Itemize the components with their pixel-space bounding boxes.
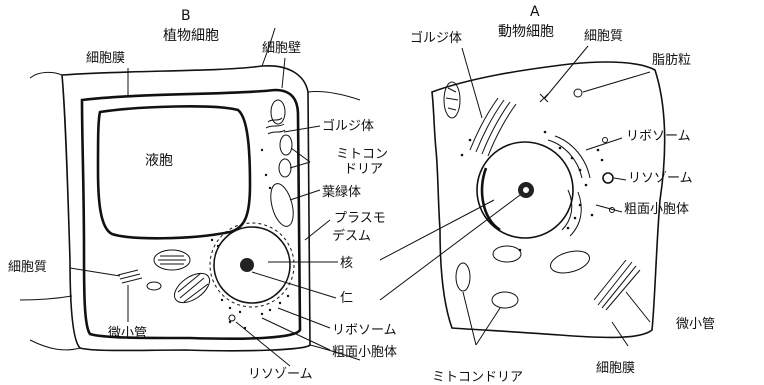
plant-label-golgi: ゴルジ体 [322,118,374,134]
animal-letter: A [530,4,540,20]
plant-label-nucleolus: 仁 [340,291,353,306]
plant-label-chloroplast: 葉緑体 [322,185,361,200]
plant-microtubules [118,270,142,283]
plant-golgi [266,118,285,134]
plant-label-microtubule: 微小管 [108,326,147,341]
plant-label-plasmo-2: デスム [332,228,371,244]
plant-cell [20,28,360,366]
plant-mitochondrion-3 [279,159,291,177]
animal-lysosome [603,173,613,183]
plant-label-cell-membrane: 細胞膜 [86,51,125,66]
animal-mito-1-cristae [446,88,458,110]
animal-mitochondrion-2 [493,246,521,262]
animal-nucleolus-inner [523,187,529,193]
plant-label-plasmo-1: プラスモ [334,211,386,226]
animal-label-golgi: ゴルジ体 [410,30,462,46]
plant-letter: B [181,8,191,24]
plant-label-cell-wall: 細胞壁 [262,41,301,56]
animal-nuclear-envelope [482,168,500,230]
plant-label-mito-2: ドリア [344,162,383,177]
plant-label-lysosome: リソゾーム [248,367,313,382]
animal-label-ribosome: リボソーム [626,129,691,144]
animal-label-cytoplasm: 細胞質 [584,29,623,44]
animal-cell [380,46,665,346]
plant-label-cytoplasm: 細胞質 [8,260,47,275]
plant-title: 植物細胞 [163,28,219,44]
animal-label-lysosome: リソゾーム [628,171,693,186]
animal-small-vesicle [603,138,608,143]
chloroplast-1-inner [158,256,186,264]
plant-label-ribosome: リボソーム [332,323,397,338]
animal-lipid-granule [574,89,582,97]
plant-label-vacuole: 液胞 [145,153,173,169]
animal-mitochondrion-5 [492,292,518,308]
plant-label-mito-1: ミトコン [336,147,388,162]
animal-microtubules [594,260,640,310]
animal-golgi [470,98,516,156]
mitochondrion-small [147,282,161,290]
animal-mitochondrion-4 [456,263,470,291]
plant-chloroplast-3 [267,181,298,229]
animal-label-rough-er: 粗面小胞体 [624,202,689,217]
plant-label-nucleus: 核 [340,256,353,271]
animal-label-lipid: 脂肪粒 [652,52,691,68]
plant-label-rough-er: 粗面小胞体 [332,345,397,360]
plant-nucleolus [240,258,254,272]
animal-label-microtubule: 微小管 [676,317,715,332]
vacuole [98,106,250,238]
animal-leader-lines [380,46,650,346]
animal-title: 動物細胞 [498,24,554,40]
chloroplast-2-inner [178,274,208,302]
plant-lysosome [229,315,235,321]
animal-label-cell-membrane: 細胞膜 [596,361,635,376]
animal-mitochondrion-3 [548,247,592,277]
animal-label-mitochondria: ミトコンドリア [432,370,523,385]
plant-mitochondrion-2 [280,135,292,155]
